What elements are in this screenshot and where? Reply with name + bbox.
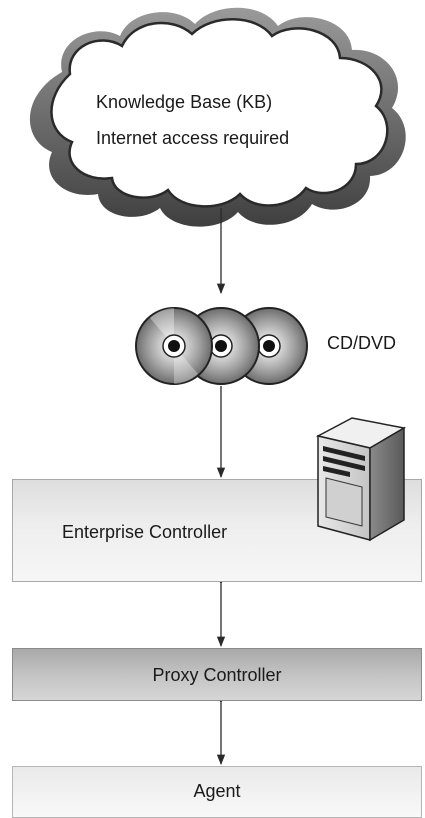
agent-box: Agent — [12, 766, 422, 818]
cloud-icon — [29, 7, 406, 227]
media-label: CD/DVD — [327, 333, 397, 353]
cd-dvd-stack-icon — [135, 307, 308, 385]
proxy-controller-label: Proxy Controller — [152, 665, 282, 685]
proxy-controller-box: Proxy Controller — [12, 648, 422, 701]
kb-title: Knowledge Base (KB) — [96, 92, 273, 112]
enterprise-controller-box: Enterprise Controller — [12, 479, 422, 582]
kb-subtitle: Internet access required — [96, 128, 290, 148]
enterprise-controller-label: Enterprise Controller — [62, 522, 228, 542]
agent-label: Agent — [193, 781, 241, 801]
disc-icon — [135, 307, 213, 385]
